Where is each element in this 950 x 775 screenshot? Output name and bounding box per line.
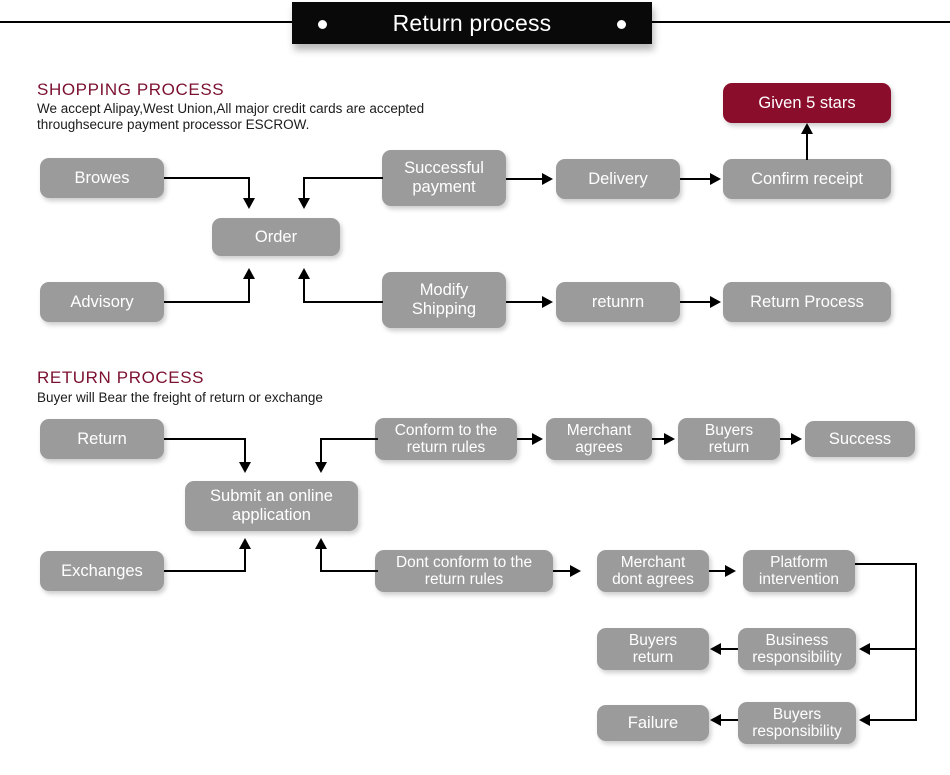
connector-bus-business-h <box>870 648 917 650</box>
arrow-delivery-confirm <box>710 173 721 185</box>
connector-merchantdont-platform <box>709 570 727 572</box>
return-process-heading: RETURN PROCESS <box>37 368 205 387</box>
node-buyers-return-top[interactable]: Buyers return <box>678 418 780 460</box>
arrow-merchantdont-platform <box>725 565 736 577</box>
node-modify-shipping[interactable]: Modify Shipping <box>382 272 506 328</box>
node-return[interactable]: Return <box>40 419 164 459</box>
arrow-advisory-order <box>243 268 255 279</box>
connector-delivery-confirm <box>680 178 712 180</box>
node-retunrn[interactable]: retunrn <box>556 282 680 322</box>
node-given-5-stars[interactable]: Given 5 stars <box>723 83 891 123</box>
arrow-buyersresp-failure <box>710 714 721 726</box>
connector-dontconform-submit-v <box>320 548 322 572</box>
connector-conform-submit-h <box>320 438 378 440</box>
connector-advisory-order-v <box>248 278 250 303</box>
banner-rule-right <box>644 21 950 23</box>
return-process-note: Buyer will Bear the freight of return or… <box>37 390 323 405</box>
arrow-bus-buyers-responsibility <box>859 714 870 726</box>
node-platform-intervention[interactable]: Platform intervention <box>743 550 855 592</box>
connector-modify-retunrn <box>506 301 544 303</box>
node-successful-payment[interactable]: Successful payment <box>382 150 506 206</box>
banner-dot-right-icon <box>617 20 626 29</box>
connector-return-submit-h <box>164 438 246 440</box>
connector-conform-merchantagrees <box>517 438 534 440</box>
node-business-responsibility[interactable]: Business responsibility <box>738 628 856 670</box>
connector-exchanges-submit-h <box>164 570 246 572</box>
arrow-conform-merchantagrees <box>532 433 543 445</box>
page-title: Return process <box>392 9 552 36</box>
connector-modify-order-h <box>303 301 383 303</box>
arrow-confirm-stars <box>801 123 813 134</box>
connector-merchantagrees-buyersreturn <box>652 438 666 440</box>
node-submit-online-application[interactable]: Submit an online application <box>185 481 358 531</box>
arrow-payment-delivery <box>542 173 553 185</box>
connector-buyersresp-failure <box>721 719 738 721</box>
connector-payment-order-h <box>303 177 383 179</box>
node-buyers-return-mid[interactable]: Buyers return <box>597 628 709 670</box>
node-failure[interactable]: Failure <box>597 705 709 741</box>
node-success[interactable]: Success <box>805 421 915 457</box>
connector-retunrn-returnprocess <box>680 301 712 303</box>
connector-exchanges-submit-v <box>244 548 246 572</box>
connector-bus-buyersresp-h <box>870 719 917 721</box>
node-dont-conform-to-return-rules[interactable]: Dont conform to the return rules <box>375 550 553 592</box>
arrow-browes-order <box>243 198 255 209</box>
arrow-return-submit <box>239 462 251 473</box>
node-delivery[interactable]: Delivery <box>556 159 680 199</box>
node-browes[interactable]: Browes <box>40 158 164 198</box>
arrow-buyersreturn-success <box>791 433 802 445</box>
arrow-merchantagrees-buyersreturn <box>664 433 675 445</box>
shopping-process-heading: SHOPPING PROCESS <box>37 80 225 99</box>
node-order[interactable]: Order <box>212 218 340 256</box>
arrow-modify-retunrn <box>542 296 553 308</box>
node-advisory[interactable]: Advisory <box>40 282 164 322</box>
connector-business-buyersreturn <box>721 648 738 650</box>
connector-buyersreturn-success <box>780 438 793 440</box>
arrow-bus-business-responsibility <box>859 643 870 655</box>
connector-browes-order-h <box>164 177 250 179</box>
node-conform-to-return-rules[interactable]: Conform to the return rules <box>375 418 517 460</box>
banner-rule-left <box>0 21 300 23</box>
connector-return-submit-v <box>244 438 246 464</box>
connector-browes-order-v <box>248 177 250 200</box>
node-exchanges[interactable]: Exchanges <box>40 551 164 591</box>
node-buyers-responsibility[interactable]: Buyers responsibility <box>738 702 856 744</box>
connector-confirm-stars <box>806 132 808 160</box>
arrow-business-buyersreturn <box>710 643 721 655</box>
connector-platform-bus-h <box>855 563 917 565</box>
connector-platform-bus-v <box>915 563 917 720</box>
connector-payment-order-v <box>303 177 305 200</box>
node-merchant-agrees[interactable]: Merchant agrees <box>546 418 652 460</box>
connector-modify-order-v <box>303 278 305 303</box>
page-title-banner: Return process <box>292 2 652 44</box>
arrow-dontconform-merchantdont <box>570 565 581 577</box>
banner-dot-left-icon <box>318 20 327 29</box>
connector-dontconform-submit-h <box>320 570 378 572</box>
arrow-exchanges-submit <box>239 538 251 549</box>
arrow-dontconform-submit <box>315 538 327 549</box>
shopping-process-note: We accept Alipay,West Union,All major cr… <box>37 101 425 132</box>
arrow-retunrn-returnprocess <box>710 296 721 308</box>
node-confirm-receipt[interactable]: Confirm receipt <box>723 159 891 199</box>
arrow-modify-order <box>298 268 310 279</box>
connector-conform-submit-v <box>320 438 322 464</box>
arrow-payment-order <box>298 198 310 209</box>
node-return-process[interactable]: Return Process <box>723 282 891 322</box>
connector-advisory-order-h <box>164 301 250 303</box>
connector-dontconform-merchantdont <box>553 570 572 572</box>
connector-payment-delivery <box>506 178 544 180</box>
arrow-conform-submit <box>315 462 327 473</box>
node-merchant-dont-agrees[interactable]: Merchant dont agrees <box>597 550 709 592</box>
